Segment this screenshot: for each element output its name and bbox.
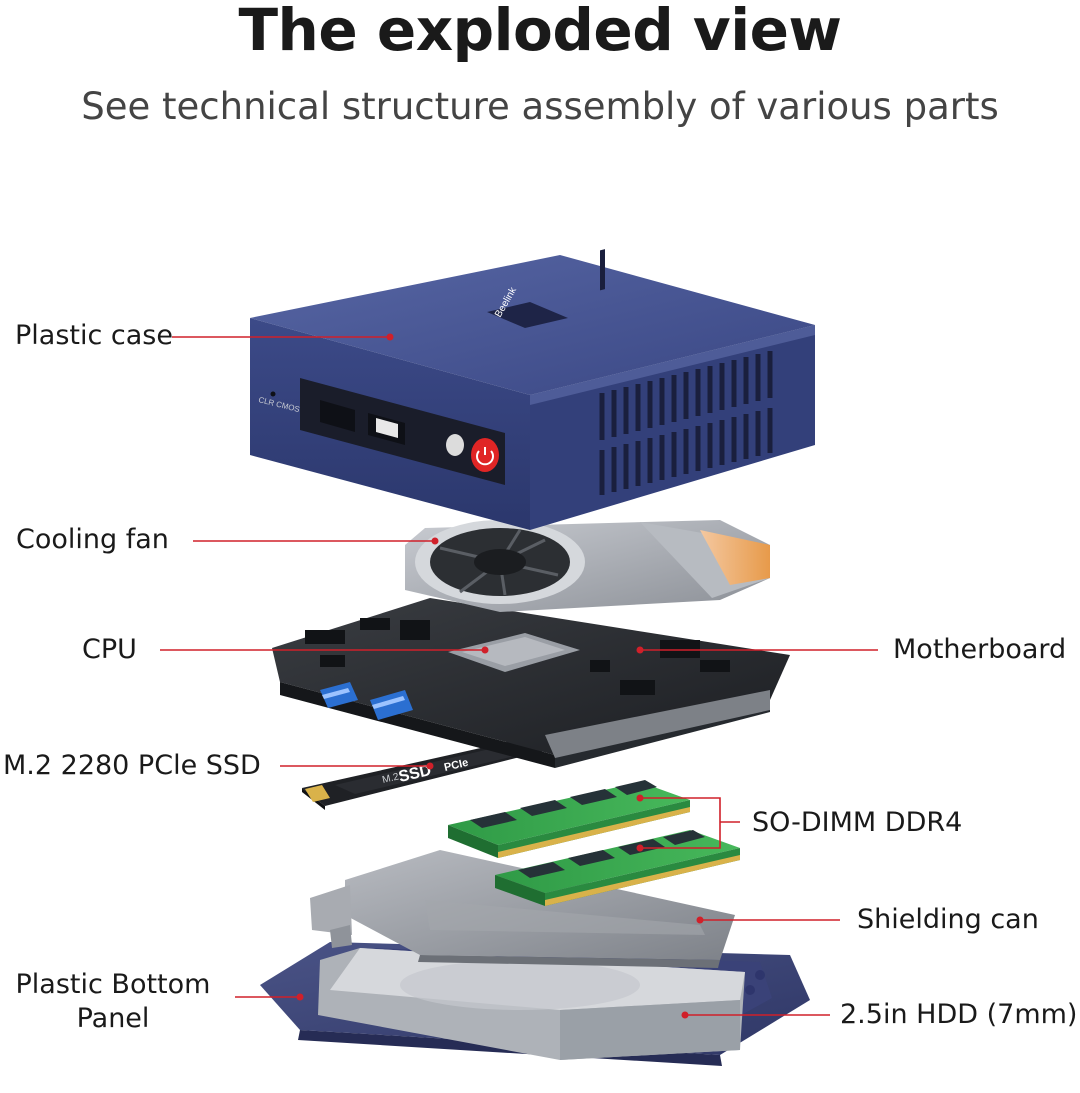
plastic-case: Beelink CLR CMOS [250,249,815,530]
ssd-pcie-mark: PCIe [443,757,470,774]
ram-stick-1 [448,780,690,858]
page-title: The exploded view [238,0,842,64]
label-ram: SO-DIMM DDR4 [752,807,963,838]
label-shielding-can: Shielding can [857,904,1039,935]
cpu-chip [448,633,580,672]
ssd-text-mark: SSD [397,762,433,786]
label-bottom-panel-line2: Panel [76,1003,150,1034]
label-cooling-fan: Cooling fan [16,524,169,555]
page-subtitle: See technical structure assembly of vari… [81,85,999,128]
leader-lines [160,333,878,1019]
ram-stick-2 [495,830,740,906]
ssd-m2-mark: M.2 [381,771,400,786]
label-motherboard: Motherboard [893,634,1067,665]
label-cpu: CPU [82,634,137,665]
label-hdd: 2.5in HDD (7mm) [840,999,1078,1030]
m2-ssd: M.2 SSD PCIe [302,738,548,810]
cooling-fan [405,520,770,612]
hdd-drive [318,948,745,1060]
shielding-can [310,850,735,968]
label-bottom-panel: Plastic Bottom Panel [3,968,223,1036]
label-plastic-case: Plastic case [15,320,173,351]
motherboard-board [272,598,790,768]
leader-ram-bracket [640,797,721,849]
label-bottom-panel-line1: Plastic Bottom [15,969,211,1000]
label-ssd: M.2 2280 PCle SSD [3,750,261,781]
